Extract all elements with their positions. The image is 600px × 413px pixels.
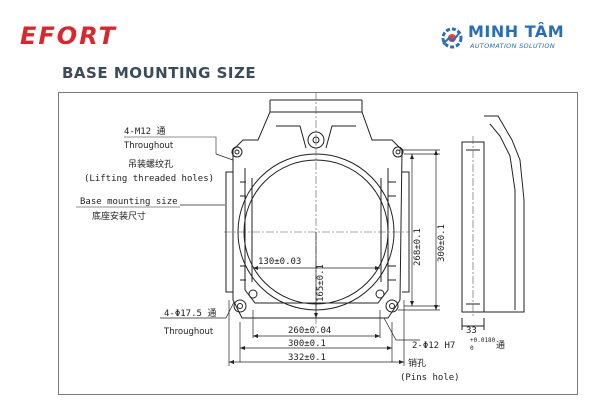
label-pin-cn: 销孔 <box>408 357 426 369</box>
label-base-size-cn: 底座安装尺寸 <box>92 210 146 222</box>
drawing-frame <box>58 92 578 395</box>
efort-logo: EFORT <box>20 22 117 50</box>
dim-300-vertical: 300±0.1 <box>437 224 447 262</box>
label-base-size-en: Base mounting size <box>80 197 178 207</box>
dim-260: 260±0.04 <box>288 326 331 336</box>
dim-332: 332±0.1 <box>288 353 326 363</box>
label-phi175: 4-Φ17.5 通 <box>164 308 216 319</box>
dim-165: 165±0.1 <box>316 264 326 302</box>
label-m12-through: Throughout <box>123 141 174 151</box>
brand-name: MINH TÂM <box>468 22 565 41</box>
dim-130: 130±0.03 <box>258 257 301 267</box>
dim-268: 268±0.1 <box>413 228 423 266</box>
label-pin-tol-bottom: 0 <box>470 345 474 352</box>
brand-subtitle: AUTOMATION SOLUTION <box>470 42 555 50</box>
dim-33: 33 <box>466 326 477 336</box>
dim-300-horizontal: 300±0.1 <box>288 339 326 349</box>
label-m12: 4-M12 通 <box>124 126 166 137</box>
minh-tam-logo: MINH TÂM AUTOMATION SOLUTION <box>438 22 588 56</box>
page-title: BASE MOUNTING SIZE <box>62 64 257 82</box>
label-pin-through: 通 <box>496 340 505 351</box>
label-pin-holes: 2-Φ12 H7 <box>412 341 455 351</box>
gear-icon <box>441 27 463 49</box>
label-lifting-en: (Lifting threaded holes) <box>84 174 214 184</box>
label-lifting-cn: 吊装螺纹孔 <box>128 158 173 170</box>
label-pin-en: (Pins hole) <box>400 373 460 383</box>
label-phi175-through: Throughout <box>163 327 214 337</box>
label-pin-tol-top: +0.0180 <box>470 337 496 344</box>
